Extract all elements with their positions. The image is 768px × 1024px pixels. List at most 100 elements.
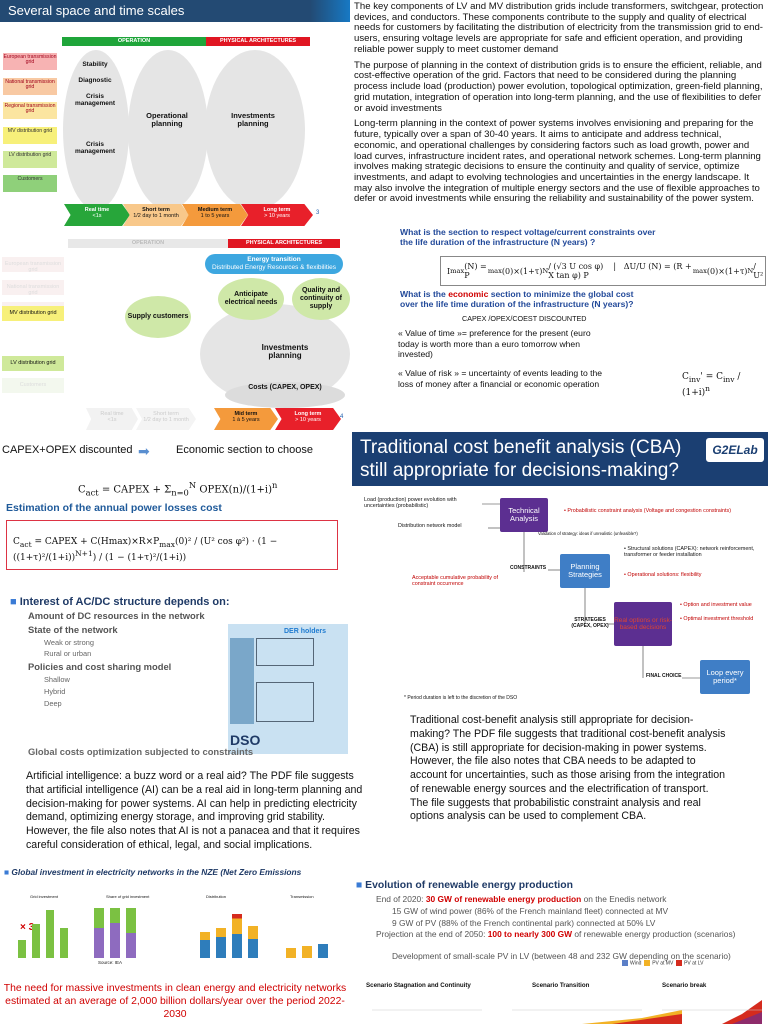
timescale-long: Long term> 10 years	[241, 204, 313, 226]
cloud-anticipate: Anticipate electrical needs	[218, 278, 284, 320]
chart2-title: Share of grid investment	[106, 894, 150, 899]
capex-note: CAPEX /OPEX/COEST DISCOUNTED	[462, 314, 587, 323]
stack-3	[126, 908, 136, 958]
node-technical-analysis: Technical Analysis	[500, 498, 548, 532]
col-5	[286, 948, 296, 958]
input-acceptable-probability: Acceptable cumulative probability of con…	[412, 575, 498, 587]
label-final-choice: FINAL CHOICE	[646, 673, 682, 679]
acdc-network-diagram: DER holders DSO	[228, 624, 348, 754]
network-box-2	[256, 682, 314, 722]
label-investments-planning: Investments planning	[231, 111, 275, 128]
col-4	[248, 926, 258, 958]
node-planning-strategies: Planning Strategies	[560, 554, 610, 588]
ellipse-investments	[205, 50, 305, 210]
scenario-3: Scenario break	[662, 982, 707, 989]
label-strategies: STRATEGIES (CAPEX, OPEX)	[571, 617, 609, 629]
g2elab-logo: G2ELab	[706, 438, 764, 462]
acdc-sub-deep: Deep	[44, 699, 62, 708]
bullet-icon-2: ■	[4, 867, 12, 877]
acdc-item-policies: Policies and cost sharing model	[28, 661, 172, 672]
bullet-icon: ■	[10, 596, 20, 608]
physical-header: PHYSICAL ARCHITECTURES	[206, 37, 310, 46]
formula-cinv: Cinv' = Cinv / (1+i)n	[682, 372, 741, 398]
acdc-sub-hybrid: Hybrid	[44, 687, 66, 696]
acdc-slide: ■ Interest of AC/DC structure depends on…	[0, 590, 350, 768]
note-operational: • Operational solutions: flexibility	[624, 572, 702, 578]
page-number: 3	[316, 210, 320, 216]
bar-3	[46, 910, 54, 958]
question-economic: What is the economic section to minimize…	[400, 289, 634, 309]
label-crisis-2: Crisis management	[74, 141, 116, 155]
col-2	[216, 928, 226, 958]
chart1-title: Grid investment	[30, 894, 59, 899]
paragraph-long-term: Long-term planning in the context of pow…	[354, 118, 761, 205]
acdc-heading: ■ Interest of AC/DC structure depends on…	[10, 596, 230, 608]
col-3	[232, 914, 242, 958]
chart1-area	[14, 900, 82, 958]
input-network-model: Distribution network model	[398, 523, 462, 529]
distribution-label: Distribution	[206, 894, 227, 899]
physical-header-2: PHYSICAL ARCHITECTURES	[228, 239, 340, 248]
acdc-item-dc: Amount of DC resources in the network	[28, 610, 205, 621]
level-customers: Customers	[3, 175, 57, 192]
renew-b1b: 9 GW of PV (88% of the French continenta…	[392, 918, 656, 928]
operation-header-faded: OPERATION	[68, 239, 228, 248]
formula-section: What is the section to respect voltage/c…	[352, 228, 768, 432]
stack-1	[94, 908, 104, 958]
capex-discounted-label: CAPEX+OPEX discounted	[2, 444, 133, 456]
bar-4	[60, 928, 68, 958]
question-voltage: What is the section to respect voltage/c…	[400, 228, 656, 247]
arrow-right-icon: ➡	[138, 443, 150, 459]
renew-b1a: 15 GW of wind power (86% of the French m…	[392, 906, 669, 916]
source-label: Source: IEA	[98, 960, 123, 965]
ellipse-small	[63, 50, 129, 210]
value-of-risk: « Value of risk » = uncertainty of event…	[398, 368, 603, 389]
level-national-faded: National transmission grid	[2, 280, 64, 296]
level-european-faded: European transmission grid	[2, 257, 64, 273]
losses-title: Estimation of the annual power losses co…	[6, 502, 222, 514]
timescale-realtime-faded: Real time<1s	[86, 408, 138, 430]
acdc-sub-weak: Weak or strong	[44, 638, 94, 647]
text-block-ai: Artificial intelligence: a buzz word or …	[26, 770, 363, 851]
ellipse-operational	[128, 50, 208, 210]
scenario-1: Scenario Stagnation and Continuity	[366, 982, 471, 989]
acdc-sub-shallow: Shallow	[44, 675, 70, 684]
investment-heading: ■ Global investment in electricity netwo…	[4, 867, 302, 877]
renew-legend: Wind PV at MV PV at LV	[622, 960, 703, 966]
slide-planning: OPERATION PHYSICAL ARCHITECTURES Europea…	[0, 232, 350, 432]
investment-caption: The need for massive investments in clea…	[3, 983, 347, 1020]
label-costs: Costs (CAPEX, OPEX)	[248, 384, 322, 391]
cba-diagram: Load (production) power evolution with u…	[352, 490, 768, 710]
level-mv-2: MV distribution grid	[2, 306, 64, 321]
node-real-options: Real options or risk-based decisions	[614, 602, 672, 646]
chart3-area	[196, 900, 346, 958]
renewable-area-charts	[372, 1000, 762, 1024]
substation-block	[230, 638, 254, 724]
x3-label: × 3	[20, 922, 35, 933]
timescale-realtime: Real time<1s	[64, 204, 130, 226]
slide-space-time-scales: Several space and time scales OPERATION …	[0, 0, 350, 228]
acdc-sub-rural: Rural or urban	[44, 649, 92, 658]
level-lv: LV distribution grid	[3, 151, 57, 168]
operation-header: OPERATION	[62, 37, 206, 46]
node-loop: Loop every period*	[700, 660, 750, 694]
ellipse-costs	[225, 382, 345, 408]
note-structural: • Structural solutions (CAPEX): network …	[624, 546, 755, 559]
renew-b2: Projection at the end of 2050: 100 to ne…	[376, 929, 736, 939]
label-constraints: CONSTRAINTS	[510, 565, 547, 571]
paragraph-purpose: The purpose of planning in the context o…	[354, 59, 763, 114]
cloud-quality: Quality and continuity of supply	[292, 278, 350, 320]
timescale-long-2: Long term> 10 years	[275, 408, 341, 430]
stack-2	[110, 908, 120, 958]
paragraph-components: The key components of LV and MV distribu…	[354, 2, 764, 55]
transmission-label: Transmission	[290, 894, 314, 899]
label-validation: Validation of strategy: ideas if unreali…	[538, 531, 638, 536]
renew-b1: End of 2020: 30 GW of renewable energy p…	[376, 894, 667, 904]
bullet-icon-3: ■	[356, 880, 366, 891]
page-number-2: 4	[340, 414, 344, 420]
label-operational-planning: Operational planning	[146, 111, 188, 128]
